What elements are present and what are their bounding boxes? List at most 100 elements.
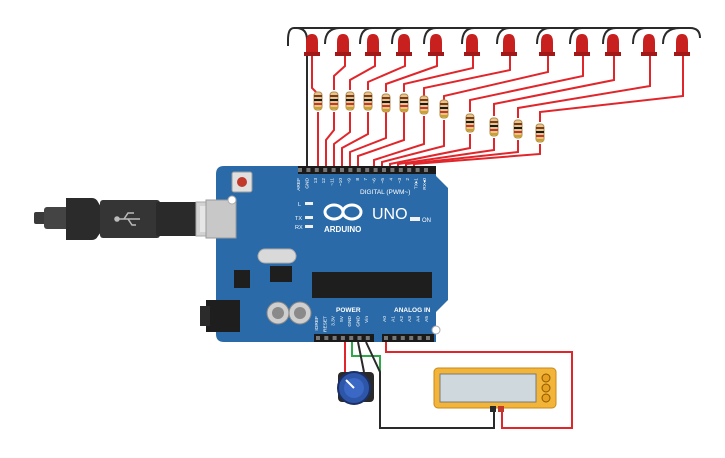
multimeter-display (439, 373, 537, 403)
led[interactable] (464, 34, 480, 56)
usb-icon (114, 212, 140, 226)
resistor[interactable] (419, 95, 429, 115)
led[interactable] (365, 34, 381, 56)
potentiometer[interactable] (337, 371, 374, 405)
resistor[interactable] (439, 99, 449, 119)
pin-label: ~6 (372, 178, 378, 184)
pin-label: RESET (322, 316, 328, 332)
header-pin[interactable] (382, 168, 386, 172)
analog-header-label: ANALOG IN (394, 307, 431, 314)
led[interactable] (428, 34, 444, 56)
led[interactable] (396, 34, 412, 56)
header-pin[interactable] (398, 168, 403, 172)
led-signal-wires[interactable] (311, 56, 684, 166)
crystal-oscillator (257, 248, 297, 264)
pin-label: 4 (388, 178, 394, 181)
pin-label: GND (356, 315, 362, 326)
pin-label: A5 (424, 316, 430, 322)
header-pin[interactable] (331, 168, 336, 172)
led[interactable] (304, 34, 320, 56)
resistor[interactable] (345, 91, 355, 111)
header-pin[interactable] (415, 168, 420, 172)
meter-wires[interactable] (365, 341, 573, 429)
resistor[interactable] (465, 113, 475, 133)
pin-label: 12 (321, 178, 327, 184)
resistor[interactable] (513, 119, 523, 139)
header-pin[interactable] (314, 168, 319, 172)
rx-label: RX (295, 225, 303, 231)
resistor[interactable] (535, 123, 545, 143)
resistor[interactable] (399, 93, 409, 113)
led[interactable] (641, 34, 657, 56)
header-pin[interactable] (349, 336, 354, 340)
brand-label: ARDUINO (324, 225, 361, 234)
multimeter[interactable] (433, 367, 557, 412)
header-pin[interactable] (407, 168, 412, 172)
ground-bus-wire[interactable] (287, 27, 701, 166)
header-pin[interactable] (384, 336, 388, 340)
header-pin[interactable] (373, 168, 378, 172)
pin-label: ~5 (380, 178, 386, 184)
header-pin[interactable] (324, 336, 329, 340)
resistor[interactable] (329, 91, 339, 111)
power-header-label: POWER (336, 307, 361, 314)
mode-button[interactable] (541, 383, 551, 393)
pin-label: 7 (363, 178, 369, 181)
resistor[interactable] (363, 91, 373, 111)
pin-label: RX◂0 (422, 178, 428, 190)
resistor[interactable] (381, 93, 391, 113)
tx-label: TX (295, 216, 302, 222)
resistor[interactable] (489, 117, 499, 137)
header-pin[interactable] (424, 168, 428, 172)
led[interactable] (674, 34, 690, 56)
header-pin[interactable] (356, 168, 361, 172)
header-pin[interactable] (409, 336, 414, 340)
pin-label: 3.3V (331, 315, 337, 326)
pin-label: A1 (390, 316, 396, 322)
pin-label: ~3 (397, 178, 403, 184)
header-pin[interactable] (365, 168, 370, 172)
pin-label: ~10 (338, 178, 344, 186)
header-pin[interactable] (323, 168, 328, 172)
resistor[interactable] (313, 91, 323, 111)
on-label: ON (422, 218, 431, 224)
header-pin[interactable] (340, 168, 344, 172)
header-pin[interactable] (357, 336, 362, 340)
l-label: L (298, 202, 301, 208)
header-pin[interactable] (392, 336, 397, 340)
header-pin[interactable] (332, 336, 337, 340)
header-pin[interactable] (298, 168, 302, 172)
pin-label: A3 (407, 316, 413, 322)
pin-label: TX▸1 (414, 178, 420, 190)
header-pin[interactable] (306, 168, 311, 172)
header-pin[interactable] (390, 168, 395, 172)
led[interactable] (574, 34, 590, 56)
mode-button[interactable] (541, 393, 551, 403)
pin-label: IOREF (314, 316, 320, 331)
mode-button[interactable] (541, 373, 551, 383)
header-pin[interactable] (316, 336, 320, 340)
header-pin[interactable] (400, 336, 405, 340)
header-pin[interactable] (426, 336, 430, 340)
pin-label: A0 (382, 316, 388, 322)
header-pin[interactable] (417, 336, 422, 340)
arduino-logo-icon (323, 203, 363, 221)
pin-label: A4 (416, 316, 422, 322)
pin-label: 5V (339, 315, 345, 322)
analog-header[interactable] (382, 334, 434, 342)
arduino-board[interactable]: ARDUINO UNO DIGITAL (PWM~) POWER ANALOG … (200, 166, 448, 342)
atmega-chip (312, 272, 432, 298)
led[interactable] (501, 34, 517, 56)
header-pin[interactable] (365, 336, 370, 340)
led[interactable] (335, 34, 351, 56)
header-pin[interactable] (340, 336, 345, 340)
usb-cable[interactable] (34, 198, 233, 240)
pin-label: A2 (399, 316, 405, 322)
header-pin[interactable] (348, 168, 353, 172)
pin-label: 13 (313, 178, 319, 184)
led[interactable] (539, 34, 555, 56)
pin-label: ~9 (346, 178, 352, 184)
led[interactable] (605, 34, 621, 56)
